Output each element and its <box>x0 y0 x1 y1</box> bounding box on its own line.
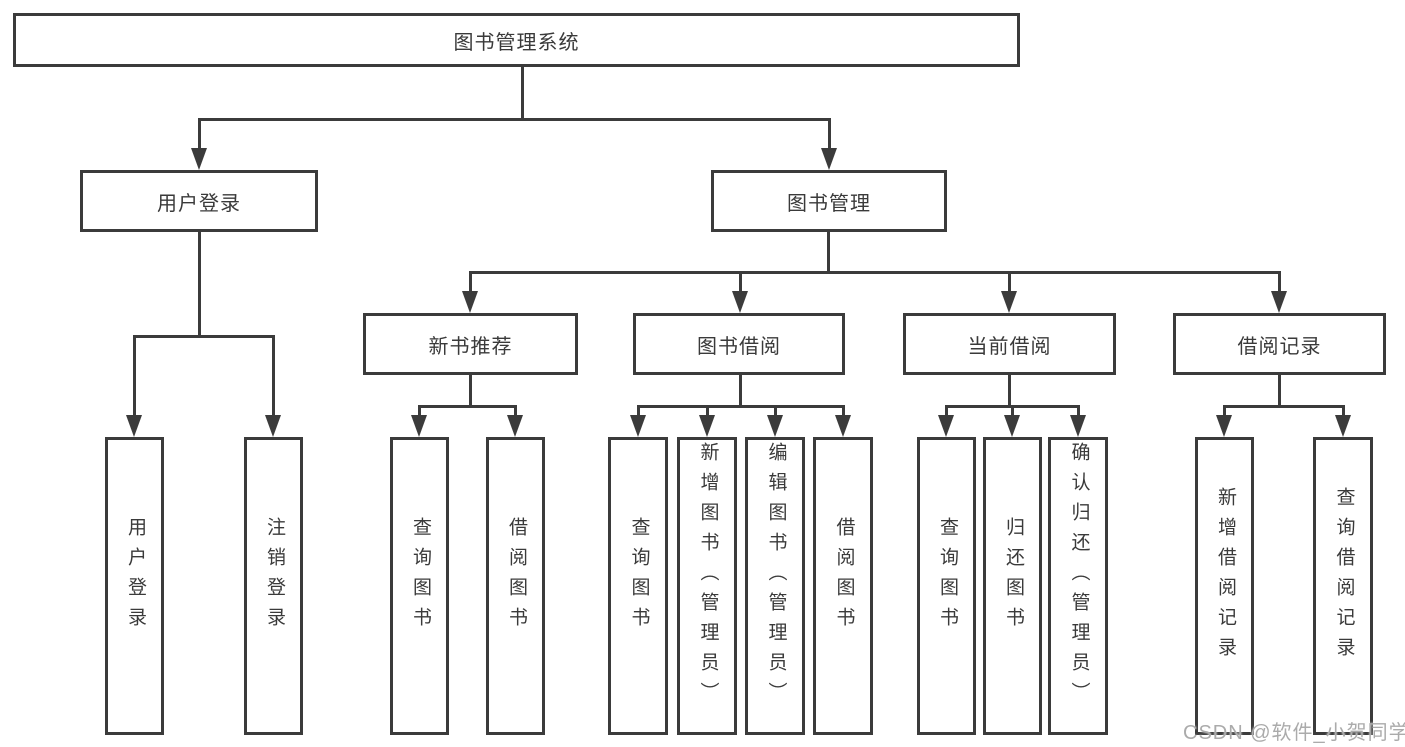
arrow-down-icon <box>1004 415 1020 437</box>
connector-shaft <box>1342 405 1345 417</box>
node-label: 归还图书 <box>1002 517 1024 637</box>
connector-userlogin-bus <box>133 335 274 338</box>
node-borrowing-records: 借阅记录 <box>1173 313 1386 375</box>
arrow-down-icon <box>462 291 478 313</box>
connector-shaft <box>1008 271 1011 293</box>
connector-stem <box>739 375 742 406</box>
leaf-query-borrow-record: 查询借阅记录 <box>1313 437 1373 735</box>
node-label: 查询图书 <box>936 517 958 637</box>
leaf-logout-login: 注销登录 <box>244 437 303 735</box>
connector-userlogin-stem <box>198 232 201 336</box>
arrow-down-icon <box>1271 291 1287 313</box>
leaf-return-books: 归还图书 <box>983 437 1042 735</box>
connector-shaft <box>739 271 742 293</box>
arrow-down-icon <box>1216 415 1232 437</box>
connector-shaft <box>133 335 136 415</box>
node-label: 注销登录 <box>263 517 285 637</box>
connector-shaft <box>637 405 640 417</box>
node-label: 用户登录 <box>157 192 241 215</box>
connector-stem <box>469 375 472 406</box>
node-label: 用户登录 <box>124 517 146 637</box>
connector-bookmgmt-stem <box>827 232 830 272</box>
leaf-confirm-return-admin: 确认归还（管理员） <box>1048 437 1108 735</box>
node-book-management: 图书管理 <box>711 170 947 232</box>
arrow-down-icon <box>1070 415 1086 437</box>
connector-root-stem <box>521 67 524 120</box>
leaf-borrow-books: 借阅图书 <box>813 437 873 735</box>
arrow-down-icon <box>835 415 851 437</box>
node-label: 借阅图书 <box>505 517 527 637</box>
node-label: 确认归还（管理员） <box>1068 442 1090 712</box>
node-book-borrowing: 图书借阅 <box>633 313 845 375</box>
leaf-add-books-admin: 新增图书（管理员） <box>677 437 737 735</box>
node-label: 当前借阅 <box>967 335 1052 358</box>
connector-shaft <box>774 405 777 417</box>
connector-stem <box>1008 375 1011 406</box>
csdn-watermark: CSDN @软件_小贺同学 <box>1183 722 1405 744</box>
connector-level2-bus <box>469 271 1281 274</box>
connector-shaft <box>1278 271 1281 293</box>
connector-shaft <box>1077 405 1080 417</box>
leaf-edit-books-admin: 编辑图书（管理员） <box>745 437 805 735</box>
connector-bus <box>637 405 844 408</box>
node-label: 新增图书（管理员） <box>697 442 719 712</box>
connector-shaft <box>1011 405 1014 417</box>
connector-shaft <box>945 405 948 417</box>
node-label: 图书管理 <box>787 192 871 215</box>
node-label: 借阅图书 <box>833 517 855 637</box>
connector-shaft <box>1223 405 1226 417</box>
arrow-down-icon <box>767 415 783 437</box>
connector-shaft <box>842 405 845 417</box>
connector-bus <box>418 405 517 408</box>
arrow-down-icon <box>699 415 715 437</box>
connector-shaft <box>514 405 517 417</box>
arrow-down-icon <box>265 415 281 437</box>
node-label: 编辑图书（管理员） <box>765 442 787 712</box>
node-label: 查询图书 <box>628 517 650 637</box>
connector-shaft <box>828 118 831 150</box>
leaf-borrow-books-recommend: 借阅图书 <box>486 437 545 735</box>
connector-shaft <box>198 118 201 150</box>
connector-bus <box>1223 405 1344 408</box>
connector-shaft <box>469 271 472 293</box>
leaf-query-books-borrowing: 查询图书 <box>608 437 668 735</box>
node-user-login: 用户登录 <box>80 170 318 232</box>
node-label: 新增借阅记录 <box>1214 487 1236 667</box>
leaf-query-books-current: 查询图书 <box>917 437 976 735</box>
node-current-borrowing: 当前借阅 <box>903 313 1116 375</box>
node-label: 查询借阅记录 <box>1333 487 1355 667</box>
arrow-down-icon <box>507 415 523 437</box>
arrow-down-icon <box>630 415 646 437</box>
node-label: 图书管理系统 <box>453 31 580 54</box>
connector-shaft <box>706 405 709 417</box>
node-new-book-recommend: 新书推荐 <box>363 313 578 375</box>
node-label: 查询图书 <box>409 517 431 637</box>
arrow-down-icon <box>1335 415 1351 437</box>
connector-stem <box>1278 375 1281 406</box>
arrow-down-icon <box>732 291 748 313</box>
arrow-down-icon <box>1001 291 1017 313</box>
connector-shaft <box>272 335 275 415</box>
node-label: 借阅记录 <box>1237 335 1322 358</box>
arrow-down-icon <box>411 415 427 437</box>
connector-shaft <box>418 405 421 417</box>
arrow-down-icon <box>938 415 954 437</box>
leaf-add-borrow-record: 新增借阅记录 <box>1195 437 1254 735</box>
leaf-query-books-recommend: 查询图书 <box>390 437 449 735</box>
arrow-down-icon <box>126 415 142 437</box>
leaf-user-login: 用户登录 <box>105 437 164 735</box>
node-label: 图书借阅 <box>697 335 781 358</box>
arrow-down-icon <box>191 148 207 170</box>
arrow-down-icon <box>821 148 837 170</box>
node-library-management-system: 图书管理系统 <box>13 13 1020 67</box>
connector-level1-bus <box>198 118 831 121</box>
node-label: 新书推荐 <box>428 335 513 358</box>
